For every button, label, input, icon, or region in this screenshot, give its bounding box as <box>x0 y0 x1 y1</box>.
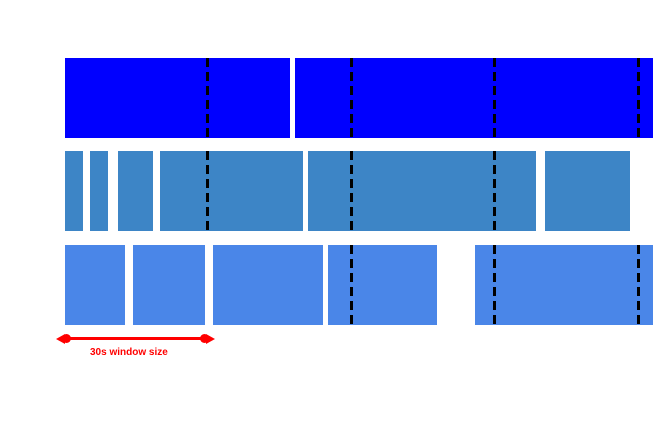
window-size-arrow-right-dot <box>200 334 209 343</box>
window-boundary-dashed-line <box>636 58 640 138</box>
flow-bar-segment <box>65 245 125 325</box>
window-boundary-dashed-line <box>349 245 353 325</box>
flow-row-flow-2 <box>0 151 666 231</box>
window-size-arrow-left-head <box>56 333 65 344</box>
flow-row-flow-3 <box>0 245 666 325</box>
window-size-arrow-line <box>65 337 206 340</box>
flow-bar-segment <box>295 58 653 138</box>
window-boundary-dashed-line <box>492 58 496 138</box>
flow-bar-segment <box>475 245 653 325</box>
window-boundary-dashed-line <box>205 58 209 138</box>
window-boundary-dashed-line <box>492 151 496 231</box>
flow-row-flow-1 <box>0 58 666 138</box>
window-size-arrow-right-head <box>206 333 215 344</box>
window-size-arrow-left-dot <box>62 334 71 343</box>
window-boundary-dashed-line <box>349 58 353 138</box>
flow-bar-segment <box>213 245 323 325</box>
flow-bar-segment <box>133 245 205 325</box>
flow-bar-segment <box>118 151 153 231</box>
flow-bar-segment <box>65 58 290 138</box>
flow-bar-segment <box>545 151 630 231</box>
flow-bar-segment <box>90 151 108 231</box>
window-boundary-dashed-line <box>205 151 209 231</box>
window-boundary-dashed-line <box>492 245 496 325</box>
window-size-label: 30s window size <box>90 347 168 358</box>
window-boundary-dashed-line <box>636 245 640 325</box>
flow-bar-segment <box>160 151 303 231</box>
flow-bar-segment <box>328 245 437 325</box>
flow-bar-segment <box>308 151 536 231</box>
window-boundary-dashed-line <box>349 151 353 231</box>
flow-bar-segment <box>65 151 83 231</box>
